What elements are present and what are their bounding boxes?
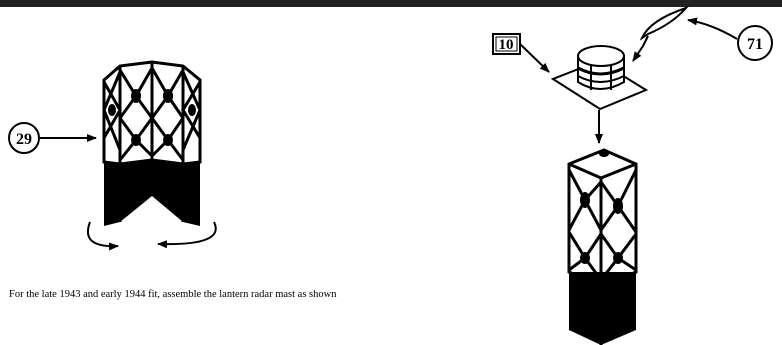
callout-29: 29 [8, 122, 97, 154]
callout-71-label: 71 [747, 36, 763, 53]
lantern-mast [567, 148, 638, 345]
mast-panel-assembly [102, 60, 202, 226]
callout-29-label: 29 [16, 131, 32, 148]
callout-71-arrow [687, 17, 738, 40]
fold-arrow-right [157, 221, 217, 249]
callout-10-label: 10 [499, 37, 514, 53]
callout-10-arrow [519, 43, 550, 73]
antenna-assembly [632, 5, 690, 62]
platform-assembly [550, 45, 649, 111]
assembly-instruction: For the late 1943 and early 1944 fit, as… [9, 289, 337, 300]
callout-10: 10 [492, 33, 550, 73]
callout-71: 71 [687, 17, 773, 61]
top-bar [0, 0, 782, 7]
fold-arrow-left [87, 221, 119, 251]
